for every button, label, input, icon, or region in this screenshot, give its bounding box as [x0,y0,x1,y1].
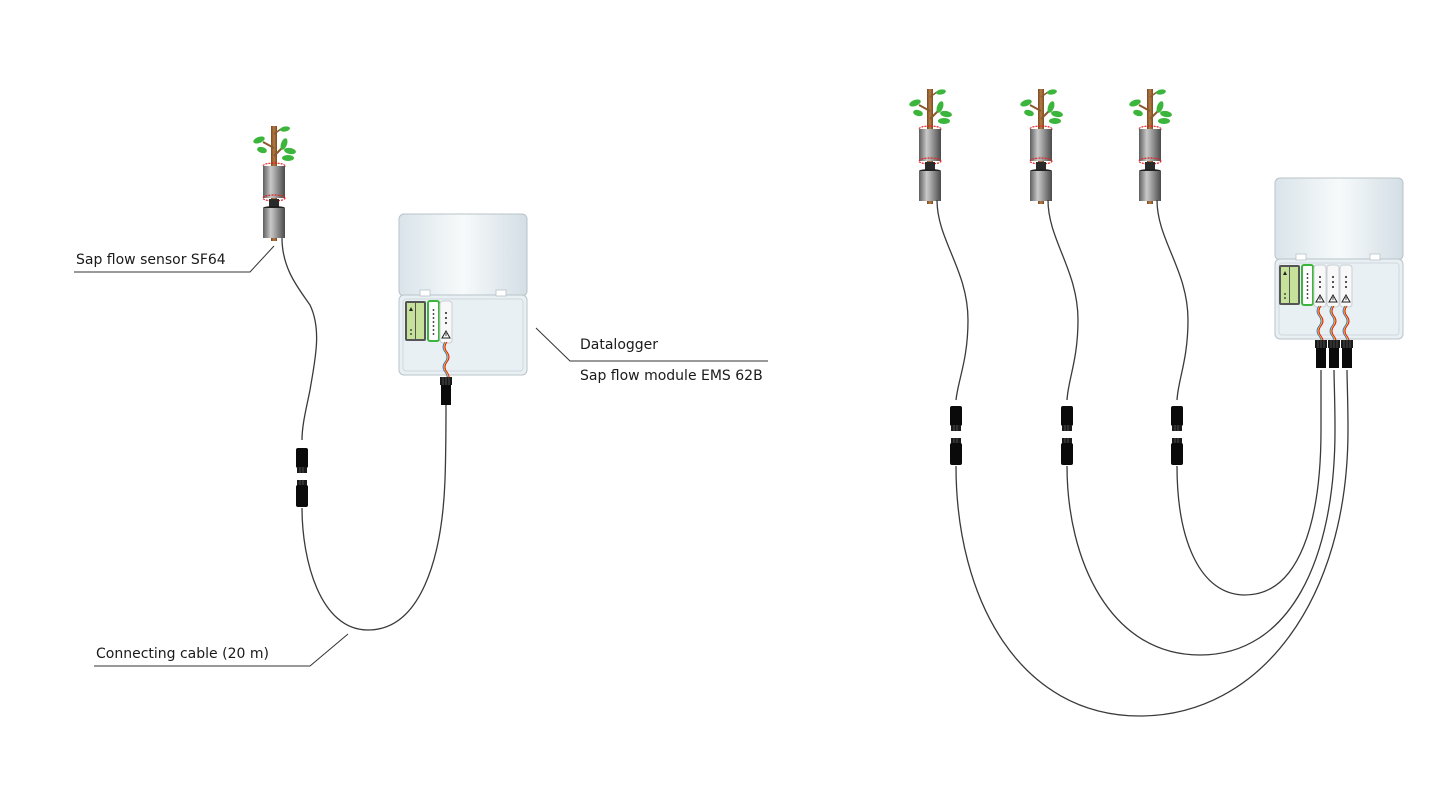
left-setup [74,124,768,667]
cable-leader-line [94,633,349,667]
sap-flow-sensor-icon [1018,87,1065,205]
cable-label: Connecting cable (20 m) [96,646,269,662]
datalogger-label: Datalogger [580,337,659,353]
right-setup [907,87,1404,717]
cable-connector-icon [1170,405,1184,466]
sensor-cable [281,237,318,441]
cable-connector-icon [949,405,963,466]
sap-flow-sensor-icon [1127,87,1174,205]
logger-plug-icon [1327,339,1341,369]
logger-plug-icon [439,376,453,406]
sensor-label: Sap flow sensor SF64 [76,252,226,268]
logger-plug-icon [1340,339,1354,369]
datalogger-case [398,213,528,381]
sap-flow-sensor-icon [907,87,954,205]
cable-connector-icon [1060,405,1074,466]
datalogger-leader-line [535,327,768,362]
cable-connector-icon [295,447,309,508]
sensor-leader-line [74,245,275,273]
logger-plug-icon [1314,339,1328,369]
module-label: Sap flow module EMS 62B [580,368,763,384]
connecting-cable [301,404,447,631]
sap-flow-sensor-icon [251,124,298,242]
datalogger-case [1274,177,1404,345]
